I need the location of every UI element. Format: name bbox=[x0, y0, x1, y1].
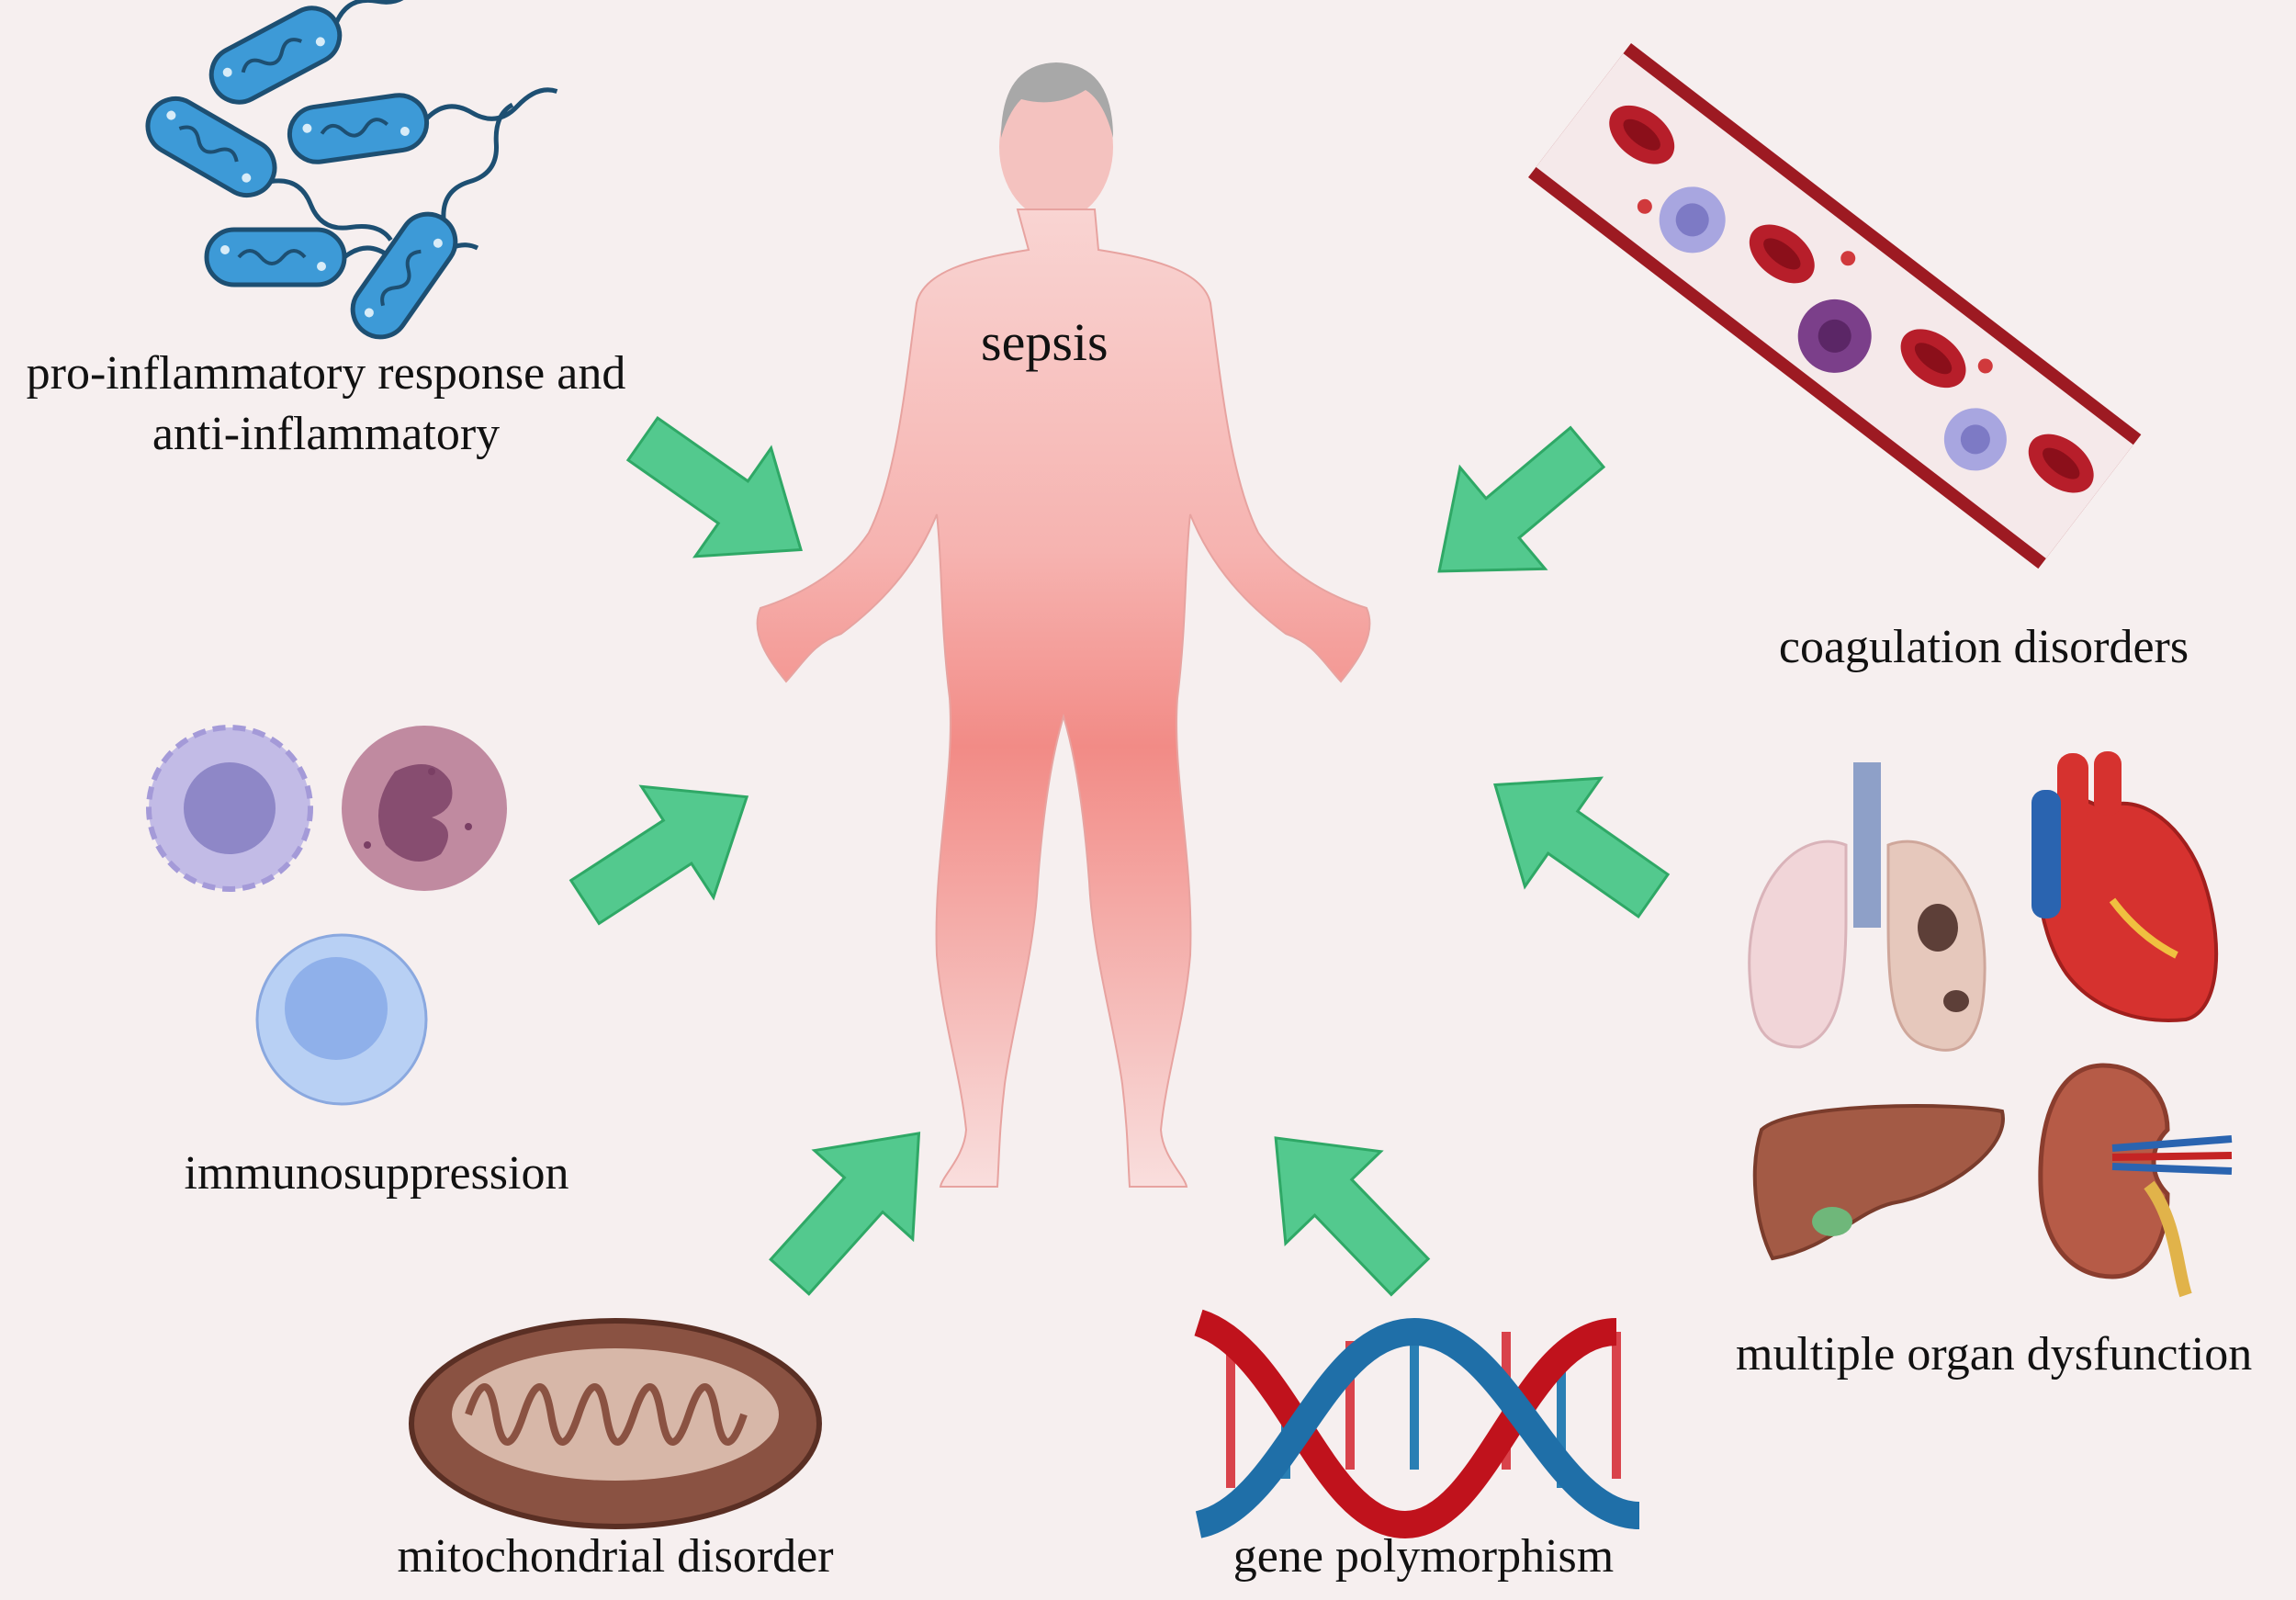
arrow-organ bbox=[1456, 729, 1693, 952]
dna-helix-icon bbox=[1193, 1309, 1641, 1539]
sepsis-label: sepsis bbox=[981, 312, 1109, 372]
arrow-gene bbox=[1226, 1090, 1459, 1324]
immunosuppression-label: immunosuppression bbox=[184, 1147, 569, 1200]
organs-icon bbox=[1748, 751, 2233, 1298]
organ-dysfunction-label: multiple organ dysfunction bbox=[1736, 1328, 2253, 1380]
bacteria-icon bbox=[138, 0, 562, 348]
inflammatory-label-line2: anti-inflammatory bbox=[152, 408, 501, 460]
human-body-icon bbox=[756, 62, 1371, 1188]
mitochondrion-icon bbox=[409, 1318, 822, 1529]
gene-label: gene polymorphism bbox=[1232, 1530, 1615, 1583]
coagulation-label: coagulation disorders bbox=[1778, 621, 2189, 673]
inflammatory-label-line1: pro-inflammatory response and bbox=[26, 347, 626, 400]
immune-cells-icon bbox=[146, 725, 507, 1106]
arrow-mitochondrial bbox=[738, 1087, 970, 1323]
blood-vessel-icon bbox=[1527, 43, 2142, 569]
mitochondrial-label: mitochondrial disorder bbox=[397, 1530, 834, 1583]
arrow-immunosuppression bbox=[547, 739, 784, 959]
arrow-coagulation bbox=[1395, 395, 1631, 624]
inflammatory-label: pro-inflammatory response and anti-infla… bbox=[5, 344, 647, 465]
